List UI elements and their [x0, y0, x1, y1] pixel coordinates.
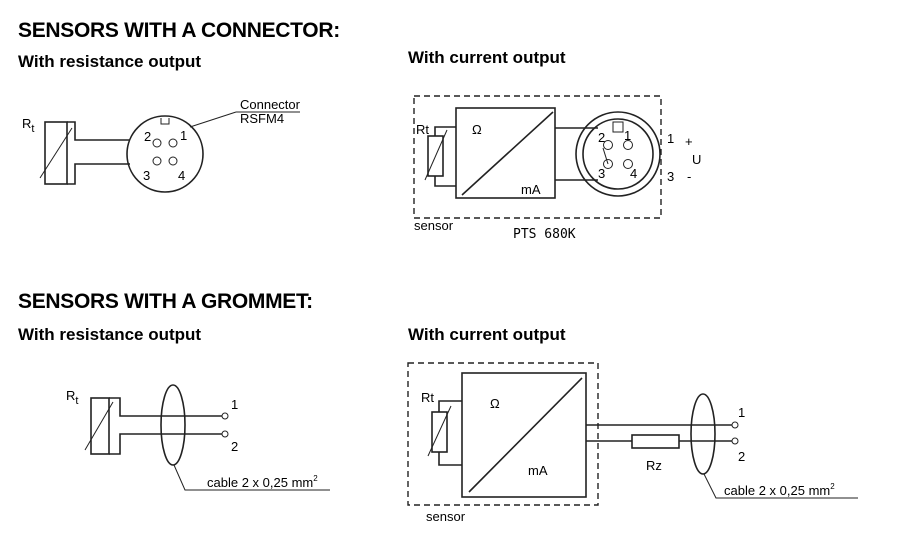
- pin-label-2: 2: [598, 130, 605, 145]
- grommet-ellipse: [160, 384, 186, 466]
- rt-label: Rt: [416, 122, 429, 137]
- rt-wire-bottom: [438, 452, 462, 466]
- pin-label-1: 1: [180, 128, 187, 143]
- pin-label-4: 4: [178, 168, 185, 183]
- pin-label-2: 2: [144, 129, 151, 144]
- pin-label-3: 3: [598, 166, 605, 181]
- plus-sign: +: [685, 134, 693, 149]
- pin-2: [152, 138, 162, 148]
- rt-wire-bottom: [434, 176, 456, 187]
- cable-leader: [703, 473, 858, 499]
- rt-resistor: [44, 121, 68, 185]
- connector-key: [160, 118, 170, 125]
- terminal-1: [731, 421, 739, 429]
- connector-resistance-subtitle: With resistance output: [18, 52, 201, 71]
- rt-label: Rt: [421, 390, 434, 405]
- rz-label: Rz: [646, 458, 662, 473]
- grommet-current-diagram: Rt Ω mA Rz 1 2 cable 2 x 0,25 mm2 sensor: [407, 362, 858, 524]
- wire-label-1: 1: [738, 405, 745, 420]
- sensor-label: sensor: [426, 509, 466, 524]
- wire-label-2: 2: [231, 439, 238, 454]
- transmitter-box: [455, 107, 556, 199]
- sensor-housing: [407, 362, 599, 506]
- grommet-resistance-diagram: Rt 1 2 cable 2 x 0,25 mm2: [66, 384, 330, 491]
- grommet-current-subtitle: With current output: [408, 325, 566, 344]
- transmitter-box: [461, 372, 587, 498]
- wire-1: [109, 397, 222, 417]
- sensor-housing: [413, 95, 662, 219]
- pin-label-3: 3: [143, 168, 150, 183]
- rt-arrow: [39, 127, 73, 179]
- rt-label: Rt: [66, 388, 78, 407]
- connector-circle: [126, 115, 204, 193]
- terminal-1: [221, 412, 229, 420]
- connector-key: [612, 121, 624, 133]
- pin-4: [168, 156, 178, 166]
- pin-bridge: [602, 147, 609, 165]
- rt-wire-top: [438, 400, 462, 412]
- grommet-resistance-subtitle: With resistance output: [18, 325, 201, 344]
- wire-label-1: 1: [231, 397, 238, 412]
- pin-1: [623, 140, 633, 150]
- ohm-label: Ω: [472, 122, 482, 137]
- connector-current-diagram: Rt Ω mA 2 1 3 4 1 3 + - U sensor PTS 680…: [413, 95, 701, 242]
- minus-sign: -: [687, 169, 691, 184]
- ohm-label: Ω: [490, 396, 500, 411]
- connector-section-title: SENSORS WITH A CONNECTOR:: [18, 19, 340, 42]
- rt-arrow: [427, 405, 452, 457]
- pin-2: [603, 140, 613, 150]
- sensor-label: sensor: [414, 218, 454, 233]
- connector-model: RSFM4: [240, 111, 284, 126]
- rt-wire-top: [434, 126, 456, 136]
- connector-current-subtitle: With current output: [408, 48, 566, 67]
- rt-label: Rt: [22, 116, 34, 135]
- transmitter-diagonal: [468, 377, 583, 493]
- terminal-2: [221, 430, 229, 438]
- ma-label: mA: [528, 463, 548, 478]
- connector-leader: [189, 111, 237, 128]
- pin-4: [623, 159, 633, 169]
- pin-3: [152, 156, 162, 166]
- pin-label-4: 4: [630, 166, 637, 181]
- pin-1: [168, 138, 178, 148]
- grommet-section-title: SENSORS WITH A GROMMET:: [18, 290, 313, 313]
- u-label: U: [692, 152, 701, 167]
- rt-resistor: [90, 397, 110, 455]
- cable-leader: [173, 464, 330, 491]
- wire-label-2: 2: [738, 449, 745, 464]
- connector-resistance-diagram: Rt 2 1 3 4 Connector RSFM4: [22, 97, 301, 193]
- pin-3: [603, 159, 613, 169]
- connector-label: Connector: [240, 97, 301, 112]
- ma-label: mA: [521, 182, 541, 197]
- wire-2: [109, 433, 222, 455]
- terminal-2: [731, 437, 739, 445]
- side-pin-1: 1: [667, 131, 674, 146]
- connector-inner-ring: [582, 118, 654, 190]
- grommet-ellipse: [690, 393, 716, 475]
- transmitter-diagonal: [461, 111, 554, 196]
- sensor-body-bottom: [67, 163, 130, 185]
- connector-outer-ring: [575, 111, 661, 197]
- rt-arrow: [424, 129, 448, 181]
- rt-arrow: [84, 401, 114, 451]
- rz-resistor: [631, 434, 680, 449]
- pin-label-1: 1: [624, 128, 631, 143]
- cable-label: cable 2 x 0,25 mm2: [207, 474, 318, 490]
- cable-label: cable 2 x 0,25 mm2: [724, 482, 835, 498]
- model-label: PTS 680K: [513, 227, 576, 242]
- side-pin-3: 3: [667, 169, 674, 184]
- sensor-body-top: [67, 121, 130, 141]
